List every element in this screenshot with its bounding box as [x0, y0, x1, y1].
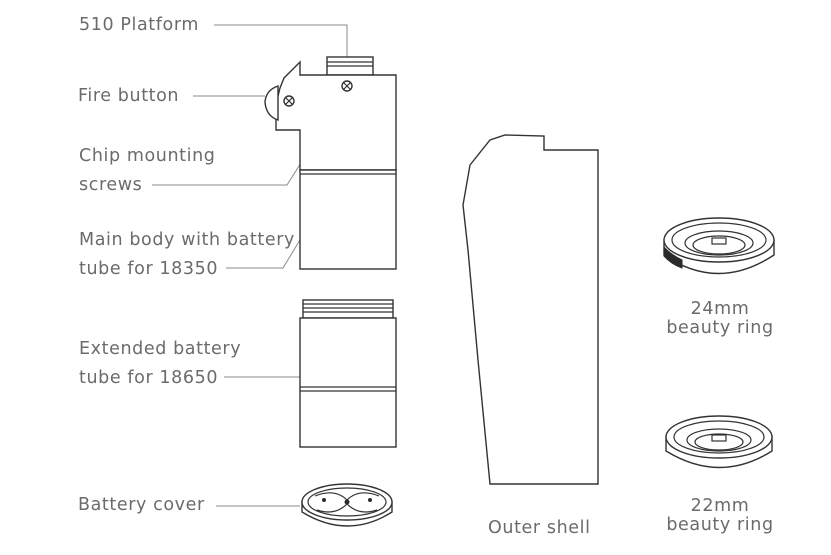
battery-cover — [301, 483, 393, 527]
label-22mm: 22mm — [690, 496, 750, 516]
label-fire-button: Fire button — [78, 86, 180, 106]
label-outer-shell: Outer shell — [488, 518, 591, 538]
extended-tube — [299, 299, 397, 448]
label-main-body-line2: tube for 18350 — [79, 259, 219, 279]
label-24mm: 24mm — [690, 299, 750, 319]
leader-platform — [214, 24, 348, 57]
label-510-platform: 510 Platform — [79, 15, 199, 35]
label-battery-cover: Battery cover — [78, 495, 205, 515]
label-chip-screws-line1: Chip mounting — [79, 146, 216, 166]
label-main-body-line1: Main body with battery — [79, 230, 295, 250]
outer-shell — [462, 134, 599, 485]
label-extended-tube-line1: Extended battery — [79, 339, 242, 359]
body-head — [275, 60, 397, 171]
beauty-ring-24mm — [663, 217, 775, 275]
label-extended-tube-line2: tube for 18650 — [79, 368, 219, 388]
extended-tube-body — [299, 317, 397, 448]
label-chip-screws-line2: screws — [79, 175, 143, 195]
label-22mm-beauty-ring: beauty ring — [666, 515, 774, 535]
beauty-ring-22mm — [665, 415, 773, 469]
leader-lines — [152, 24, 348, 507]
fire-button-shape — [264, 85, 279, 121]
label-24mm-beauty-ring: beauty ring — [666, 318, 774, 338]
main-body — [264, 56, 397, 270]
battery-tube-18350 — [299, 169, 397, 270]
